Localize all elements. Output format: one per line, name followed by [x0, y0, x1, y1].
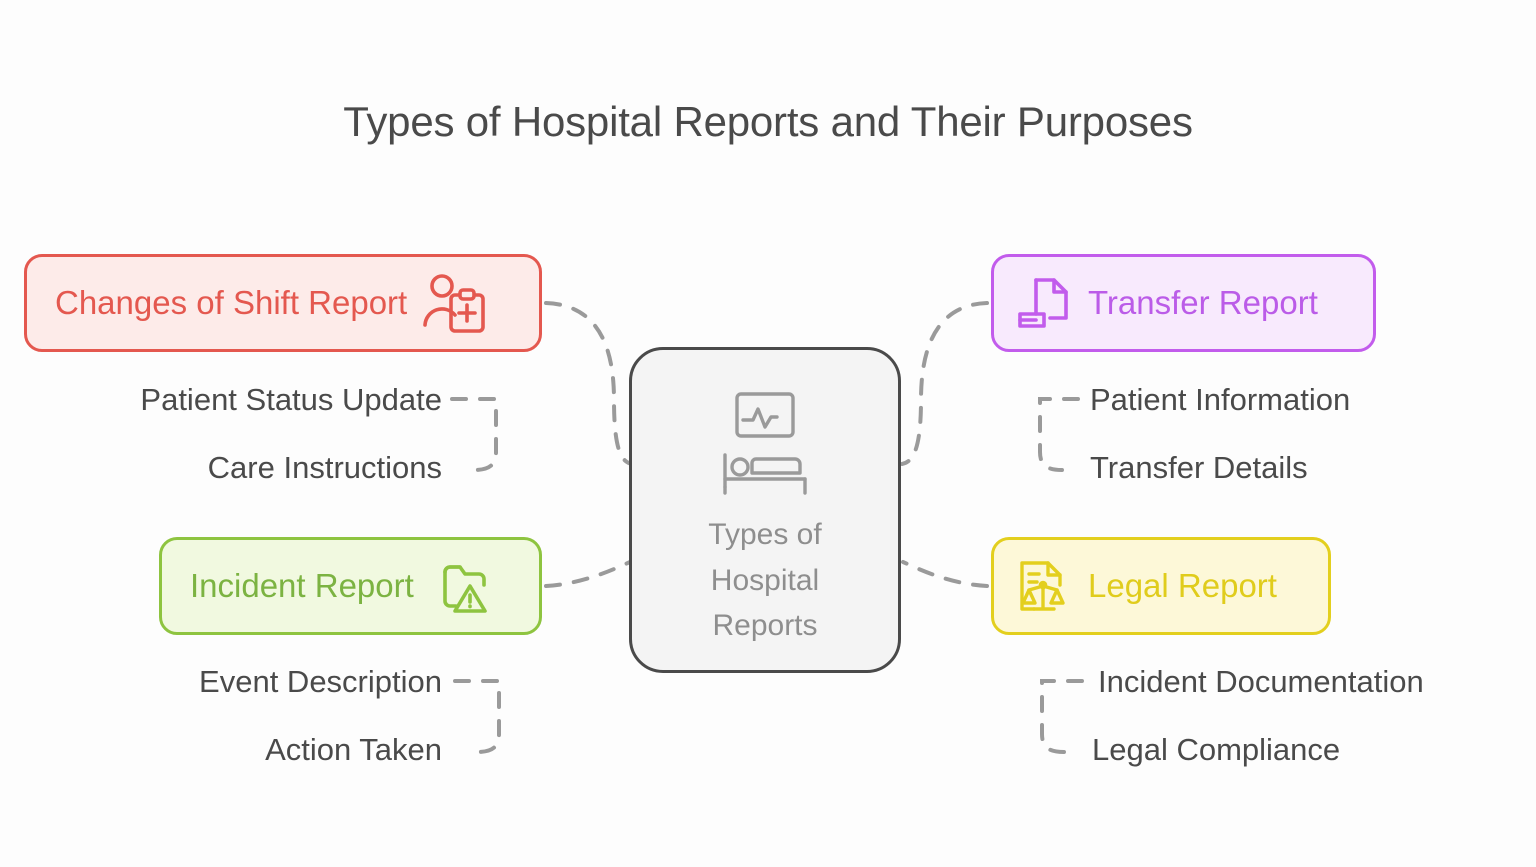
folder-warning-icon [430, 559, 488, 613]
legal-scales-document-icon [1014, 557, 1072, 615]
sub-item-legal-compliance: Legal Compliance [1092, 732, 1341, 767]
branch-card-incident-report[interactable]: Incident Report [159, 537, 542, 635]
heartbeat-monitor-icon [735, 392, 795, 443]
sub-item-patient-status-update: Patient Status Update [140, 382, 442, 417]
branch-card-label: Incident Report [190, 567, 414, 604]
connector-legal-items [1040, 679, 1084, 754]
connector-shift-items [450, 397, 498, 472]
branch-card-label: Changes of Shift Report [55, 284, 408, 321]
connector-incident-to-center [544, 560, 632, 588]
center-label-line-3: Reports [712, 609, 818, 643]
center-node[interactable]: Types of Hospital Reports [629, 347, 901, 673]
branch-card-legal-report[interactable]: Legal Report [991, 537, 1331, 635]
sub-item-patient-information: Patient Information [1090, 382, 1351, 417]
sub-item-action-taken: Action Taken [265, 732, 442, 767]
connector-legal-to-center [901, 560, 989, 588]
connector-shift-to-center [544, 301, 634, 466]
center-node-label: Types of Hospital Reports [708, 512, 821, 649]
sub-item-incident-documentation: Incident Documentation [1098, 664, 1424, 699]
hospital-bed-icon [721, 451, 809, 500]
connector-transfer-to-center [900, 301, 989, 466]
branch-card-label: Legal Report [1088, 567, 1277, 604]
connector-transfer-items [1038, 397, 1080, 472]
patient-clipboard-icon [423, 273, 486, 333]
sub-item-transfer-details: Transfer Details [1090, 450, 1308, 485]
sub-item-care-instructions: Care Instructions [207, 450, 442, 485]
page-title: Types of Hospital Reports and Their Purp… [343, 98, 1193, 145]
center-label-line-1: Types of [708, 518, 822, 551]
center-label-line-2: Hospital [710, 563, 820, 597]
sub-item-event-description: Event Description [199, 664, 442, 699]
document-transfer-icon [1014, 274, 1072, 332]
branch-card-changes-of-shift-report[interactable]: Changes of Shift Report [24, 254, 542, 352]
connector-incident-items [453, 679, 501, 754]
branch-card-label: Transfer Report [1088, 284, 1318, 321]
branch-card-transfer-report[interactable]: Transfer Report [991, 254, 1376, 352]
